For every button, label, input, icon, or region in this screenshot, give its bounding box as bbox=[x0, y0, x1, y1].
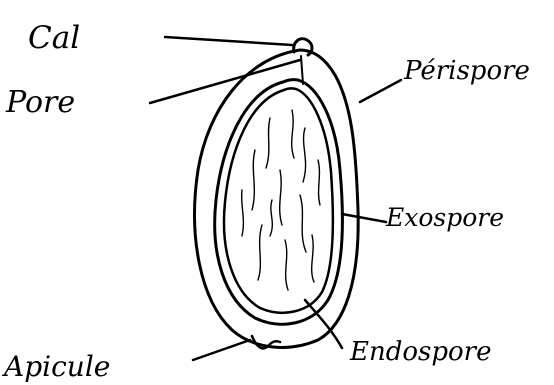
exospore-leader bbox=[342, 214, 386, 222]
cal-leader bbox=[165, 37, 292, 45]
cal-knob bbox=[294, 39, 312, 55]
apicule-label: Apicule bbox=[1, 350, 110, 383]
perispore-label: Périspore bbox=[403, 56, 530, 86]
pore-label: Pore bbox=[5, 85, 75, 120]
pore-leader bbox=[150, 60, 300, 103]
spore-contents bbox=[242, 110, 320, 290]
apicule-leader bbox=[193, 340, 250, 360]
cal-label: Cal bbox=[28, 20, 80, 56]
perispore-leader bbox=[360, 80, 401, 102]
exospore-label: Exospore bbox=[385, 203, 504, 232]
endospore-label: Endospore bbox=[349, 337, 491, 367]
